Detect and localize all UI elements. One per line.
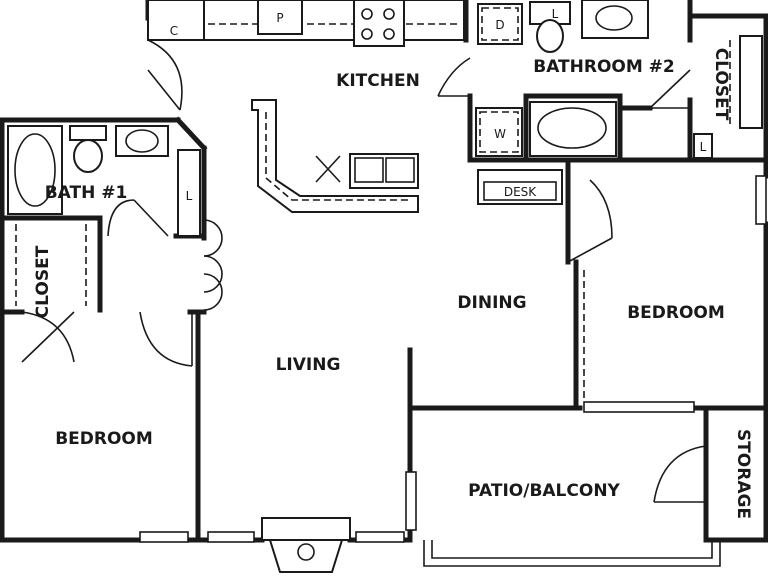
patio-railing-outer	[423, 540, 721, 567]
label-dining: DINING	[457, 293, 526, 313]
label-linen-bath1: L	[186, 189, 193, 203]
desk	[477, 169, 563, 205]
living-bifold-door-2	[203, 273, 223, 311]
closet-right-door	[649, 69, 691, 109]
pantry	[257, 0, 303, 35]
closet-left-door	[21, 311, 75, 363]
bath1-door	[133, 199, 169, 237]
closet-left-shelving	[15, 224, 87, 306]
entry-door	[147, 69, 181, 111]
patio-railing-inner	[431, 540, 713, 559]
bath1-fixtures	[7, 125, 201, 237]
window-bedroom-right	[583, 401, 695, 413]
windows	[139, 175, 767, 567]
window-living-2	[355, 531, 405, 543]
doors	[21, 39, 707, 503]
label-bathroom-2: BATHROOM #2	[533, 57, 675, 77]
stove	[353, 0, 405, 47]
bedroom-right-door	[567, 237, 613, 263]
label-linen-bath2: L	[552, 7, 559, 21]
bath2-linen	[693, 133, 713, 159]
label-bedroom-left: BEDROOM	[55, 429, 153, 449]
label-living: LIVING	[276, 355, 341, 375]
label-bath-1: BATH #1	[45, 183, 128, 203]
bath1-linen-closet	[177, 149, 201, 237]
bath1-toilet	[73, 139, 103, 173]
fireplace	[261, 517, 351, 573]
bath1-sink	[115, 125, 169, 157]
label-dishwasher: D	[495, 18, 504, 32]
window-living-1	[207, 531, 255, 543]
label-patio-balcony: PATIO/BALCONY	[468, 481, 620, 501]
label-closet-right: CLOSET	[711, 48, 731, 121]
closet-right-shelving	[700, 15, 763, 129]
label-linen-bedroom: L	[700, 140, 707, 154]
kitchen-counters	[147, 0, 523, 213]
kitchen-sink	[349, 153, 419, 189]
bath2-fixtures	[475, 0, 713, 159]
window-patio-side	[405, 471, 417, 531]
label-coat-closet: C	[170, 24, 178, 38]
bath2-sink	[581, 0, 649, 39]
label-closet-left: CLOSET	[33, 245, 53, 318]
window-bedroom-right-side	[755, 175, 767, 225]
bath2-tub	[529, 101, 617, 157]
label-bedroom-right: BEDROOM	[627, 303, 725, 323]
bath2-toilet	[536, 19, 564, 53]
label-kitchen: KITCHEN	[336, 71, 420, 91]
label-washer: W	[494, 127, 506, 141]
label-storage: STORAGE	[733, 429, 753, 519]
washer	[475, 107, 523, 157]
window-bedroom-left	[139, 531, 189, 543]
dishwasher	[477, 3, 523, 45]
bath1-toilet-tank	[69, 125, 107, 141]
label-pantry: P	[276, 11, 283, 25]
room-labels: KITCHEN BATHROOM #2 CLOSET BATH #1 CLOSE…	[33, 7, 753, 519]
bath1-tub	[7, 125, 63, 215]
label-desk: DESK	[504, 185, 537, 199]
living-bifold-door-1	[203, 219, 223, 257]
